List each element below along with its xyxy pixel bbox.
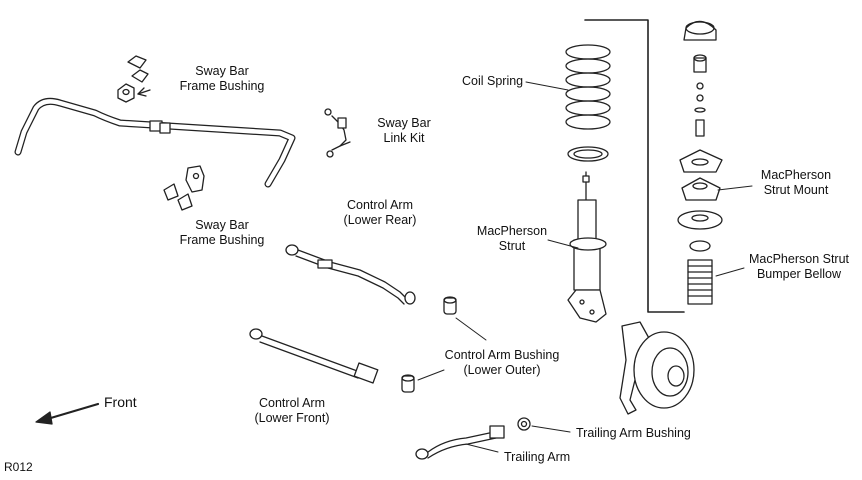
control-arm-lower-front-drawing (249, 328, 379, 384)
label-trailing-arm-bushing: Trailing Arm Bushing (576, 426, 691, 440)
sway-bar-link-kit-drawing (324, 108, 351, 158)
label-macpherson-strut-mount: MacPherson Strut Mount (760, 168, 832, 197)
macpherson-strut-bumper-bellow-drawing (687, 240, 713, 305)
trailing-arm-bushing-drawing (517, 417, 531, 431)
coil-spring-drawing (565, 44, 611, 162)
label-sway-bar-frame-bushing-top: Sway Bar Frame Bushing (179, 64, 265, 93)
control-arm-bushing-drawing (401, 296, 457, 393)
macpherson-strut-mount-drawing (677, 20, 723, 230)
sway-bar-drawing (14, 97, 296, 188)
label-control-arm-lower-rear: Control Arm (Lower Rear) (343, 198, 417, 227)
label-sway-bar-link-kit: Sway Bar Link Kit (377, 116, 431, 145)
label-macpherson-strut-bumper-bellow: MacPherson Strut Bumper Bellow (748, 252, 850, 281)
label-trailing-arm: Trailing Arm (504, 450, 571, 464)
front-arrow (35, 402, 100, 425)
label-sway-bar-frame-bushing-bottom: Sway Bar Frame Bushing (179, 218, 265, 247)
label-front: Front (104, 394, 137, 410)
macpherson-strut-drawing (567, 171, 607, 323)
steering-knuckle-hub-drawing (619, 321, 695, 415)
sway-bar-frame-bushing-bottom-drawing (163, 165, 205, 211)
label-macpherson-strut: MacPherson Strut (476, 224, 548, 253)
assembly-bracket-line (584, 19, 685, 313)
label-coil-spring: Coil Spring (462, 74, 524, 88)
trailing-arm-drawing (415, 425, 505, 460)
control-arm-lower-rear-drawing (285, 244, 416, 305)
label-control-arm-lower-front: Control Arm (Lower Front) (254, 396, 330, 425)
sway-bar-frame-bushing-top-drawing (117, 55, 151, 103)
leader-lines (417, 81, 753, 453)
diagram-code: R012 (4, 460, 33, 474)
label-control-arm-bushing-lower-outer: Control Arm Bushing (Lower Outer) (444, 348, 560, 377)
